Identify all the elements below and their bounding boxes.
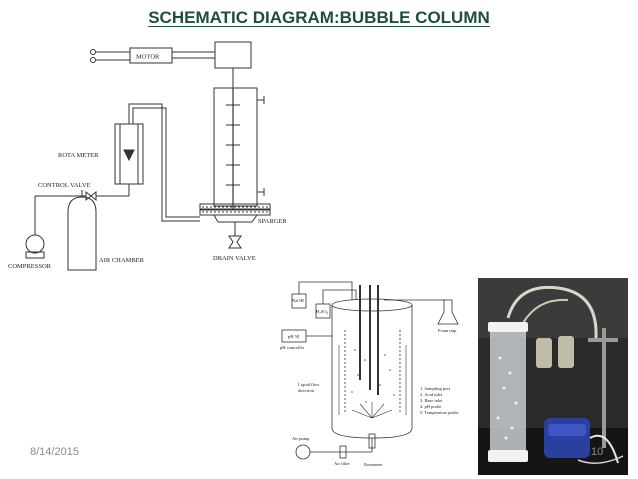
rota-meter-label: ROTA METER [58,152,99,159]
plug-terminal-top [90,49,96,55]
legend-item: 5. Temperature probe [420,410,458,415]
liquid-flow-label: Liquid flow [298,382,320,387]
legend-item: 3. Base inlet [420,398,443,403]
air-chamber-label: AIR CHAMBER [99,257,145,264]
compressor-label: COMPRESSOR [8,263,52,270]
air-pump-label: Air pump [292,436,310,441]
ph-box-label: pH 58 [288,334,300,339]
compressor-circle [25,234,45,254]
legend-item: 2. Acid inlet [420,392,443,397]
apparatus-photo [478,278,628,475]
rotameter-small [368,433,376,449]
footer-date: 8/14/2015 [30,446,79,458]
foam-trap-flask [437,299,459,325]
rotameter-float [123,149,135,162]
footer-page-number: 10 [591,446,604,458]
apparatus-photo-drawing [478,278,628,475]
foam-trap-label: Foam trap [438,328,457,333]
slide-title-text: SCHEMATIC DIAGRAM:BUBBLE COLUMN [148,8,490,27]
plug-terminal-bottom [90,57,96,63]
gearbox-box [214,41,252,69]
h2so4-label: H₂SO₄ [316,309,329,314]
slide-title: SCHEMATIC DIAGRAM:BUBBLE COLUMN [0,8,638,28]
drain-valve-icon [228,235,242,249]
legend-item: 4. pH probe [420,404,441,409]
legend-item: 1. Sampling port [420,386,451,391]
air-filter-box [339,445,347,459]
rotameter-label: Rotameter [364,462,383,467]
column-body [213,87,258,207]
liquid-flow-label-2: direction [298,388,315,393]
ph-controller-label: pH controller [280,345,305,350]
air-chamber-tank [67,196,97,271]
reactor-diagram [268,270,473,475]
control-valve-label: CONTROL VALVE [38,182,91,189]
sparger-plate [199,203,271,210]
motor-label: MOTOR [136,54,160,61]
sparger-label: SPARGER [258,218,287,225]
naoh-label: NaOH [292,298,304,303]
drain-valve-label: DRAIN VALVE [213,255,256,262]
air-filter-label: Air filter [334,461,350,466]
reactor-legend: 1. Sampling port 2. Acid inlet 3. Base i… [420,386,458,415]
motor-box [129,47,173,64]
